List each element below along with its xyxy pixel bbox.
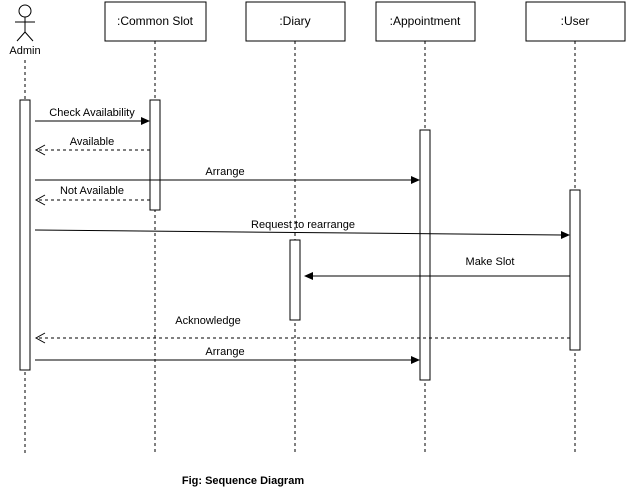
activation-admin bbox=[19, 99, 31, 371]
message-line bbox=[34, 229, 563, 236]
filled-arrowhead bbox=[411, 356, 420, 364]
message-label: Arrange bbox=[205, 346, 244, 358]
open-arrowhead bbox=[34, 144, 46, 156]
participant-user: :User bbox=[525, 1, 626, 42]
activation-appointment bbox=[419, 129, 431, 381]
message-check-availability: Check Availability bbox=[35, 107, 150, 125]
participant-box bbox=[245, 1, 346, 42]
participant-box bbox=[525, 1, 626, 42]
activation-diary bbox=[289, 239, 301, 321]
participant-diary: :Diary bbox=[245, 1, 346, 42]
filled-arrowhead bbox=[304, 272, 313, 280]
message-label: Acknowledge bbox=[175, 315, 240, 327]
message-not-available: Not Available bbox=[34, 185, 150, 206]
participant-label: :Appointment bbox=[390, 14, 461, 28]
actor-right-leg bbox=[24, 31, 34, 42]
admin-actor: Admin bbox=[9, 4, 41, 57]
participant-label: :Common Slot bbox=[117, 14, 194, 28]
message-label: Arrange bbox=[205, 166, 244, 178]
participant-common-slot: :Common Slot bbox=[104, 1, 207, 42]
participant-label: :Diary bbox=[279, 14, 310, 28]
participant-appointment: :Appointment bbox=[375, 1, 476, 42]
message-label: Check Availability bbox=[49, 107, 135, 119]
message-label: Request to rearrange bbox=[251, 219, 355, 231]
message-label: Make Slot bbox=[466, 256, 515, 268]
activation-user bbox=[569, 189, 581, 351]
message-request-to-rearrange: Request to rearrange bbox=[34, 219, 570, 239]
message-label: Available bbox=[70, 136, 114, 148]
actor-left-leg bbox=[16, 31, 26, 42]
filled-arrowhead bbox=[411, 176, 420, 184]
participant-box bbox=[375, 1, 476, 42]
message-available: Available bbox=[34, 136, 150, 156]
filled-arrowhead bbox=[141, 117, 150, 125]
message-label: Not Available bbox=[60, 185, 124, 197]
message-make-slot: Make Slot bbox=[304, 256, 570, 280]
activation-common-slot bbox=[149, 99, 161, 211]
message-acknowledge: Acknowledge bbox=[34, 315, 570, 344]
actor-head bbox=[18, 4, 32, 18]
open-arrowhead bbox=[34, 194, 46, 206]
filled-arrowhead bbox=[561, 231, 570, 239]
actor-label: Admin bbox=[9, 45, 40, 57]
diagram-caption: Fig: Sequence Diagram bbox=[182, 475, 304, 487]
participant-box bbox=[104, 1, 207, 42]
participant-label: :User bbox=[561, 14, 590, 28]
message-arrange: Arrange bbox=[35, 166, 420, 184]
message-arrange-final: Arrange bbox=[35, 346, 420, 364]
open-arrowhead bbox=[34, 332, 46, 344]
